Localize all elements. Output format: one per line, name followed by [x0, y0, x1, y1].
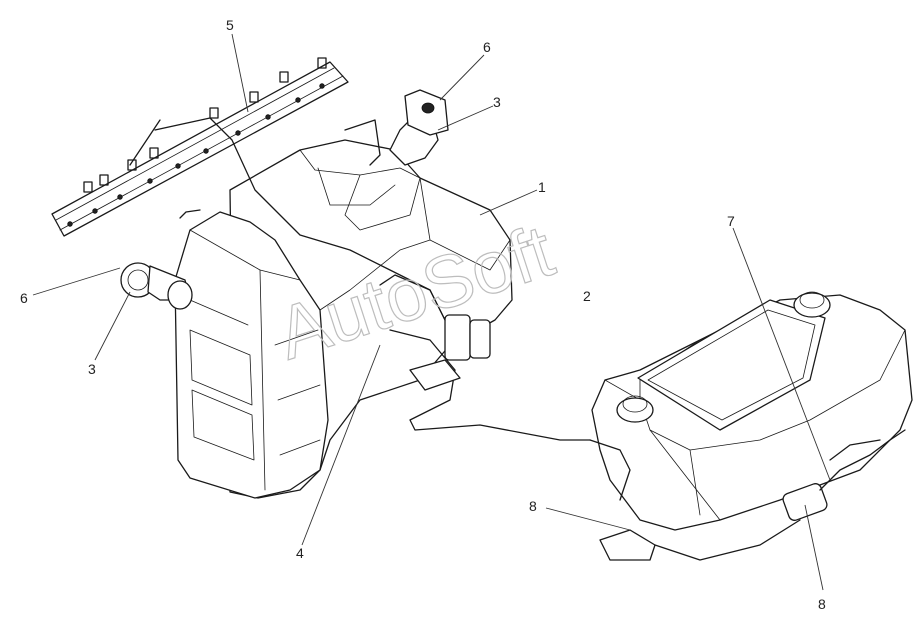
- left-fuel-tank: [120, 89, 513, 499]
- callout-3-left: 3: [88, 361, 96, 377]
- callout-6-left: 6: [20, 290, 28, 306]
- callout-4: 4: [296, 545, 304, 561]
- leader-lines: [32, 33, 831, 591]
- callout-5-top: 5: [226, 17, 234, 33]
- mounting-rail: [51, 57, 349, 237]
- right-fuel-tank: [589, 291, 913, 561]
- callout-3-top: 3: [493, 94, 501, 110]
- filter-assembly-left: [379, 274, 591, 441]
- callout-8-left: 8: [529, 498, 537, 514]
- callout-labels: 5 6 3 1 7 2 6 3 4 8 8: [20, 17, 826, 612]
- callout-6-top: 6: [483, 39, 491, 55]
- callout-7: 7: [727, 213, 735, 229]
- callout-1: 1: [538, 179, 546, 195]
- callout-2: 2: [583, 288, 591, 304]
- callout-8-bottom: 8: [818, 596, 826, 612]
